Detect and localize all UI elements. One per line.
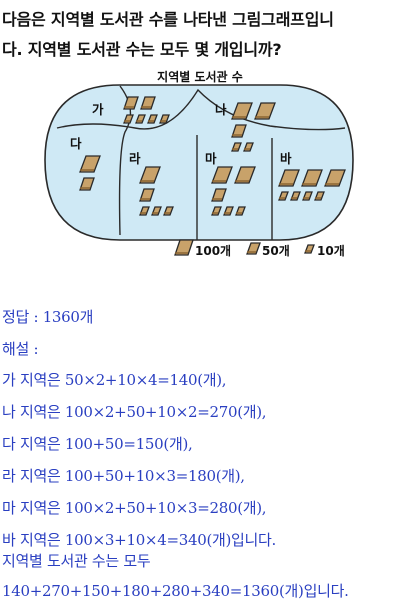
region-ga-book-medium-2 bbox=[140, 96, 156, 110]
answer-line-da: 다 지역은 100+50=150(개), bbox=[2, 435, 193, 453]
region-na-book-big-2 bbox=[254, 102, 276, 120]
region-na-book-big-1 bbox=[231, 102, 253, 120]
answer-line-total-sum: 140+270+150+180+280+340=1360(개)입니다. bbox=[2, 582, 349, 600]
region-ma-book-small-1 bbox=[211, 206, 222, 216]
region-ba-book-small-3 bbox=[302, 191, 313, 201]
region-ga-book-small-3 bbox=[147, 114, 158, 124]
legend-label-50: 50개 bbox=[262, 244, 290, 258]
region-ma-book-big-2 bbox=[234, 166, 256, 184]
legend-book-100-icon bbox=[174, 239, 194, 256]
region-ra-book-small-1 bbox=[139, 206, 150, 216]
answer-line-ga: 가 지역은 50×2+10×4=140(개), bbox=[2, 371, 227, 389]
region-ga-book-small-4 bbox=[159, 114, 170, 124]
region-label-ga: 가 bbox=[92, 102, 104, 117]
answer-line-na: 나 지역은 100×2+50+10×2=270(개), bbox=[2, 403, 267, 421]
region-ra-book-small-2 bbox=[151, 206, 162, 216]
region-da-book-big-1 bbox=[79, 155, 101, 173]
region-ga-book-small-2 bbox=[135, 114, 146, 124]
region-label-ma: 마 bbox=[205, 151, 217, 166]
region-ra-book-big-1 bbox=[139, 166, 161, 184]
region-label-da: 다 bbox=[70, 136, 82, 151]
region-ma-book-big-1 bbox=[211, 166, 233, 184]
region-label-na: 나 bbox=[215, 102, 227, 117]
region-ba-book-small-2 bbox=[290, 191, 301, 201]
region-na-book-medium-1 bbox=[231, 124, 247, 138]
region-ba-book-small-4 bbox=[314, 191, 325, 201]
answer-jeongdap: 정답 : 1360개 bbox=[2, 308, 94, 326]
legend-label-10: 10개 bbox=[317, 244, 345, 258]
figure-title: 지역별 도서관 수 bbox=[157, 70, 243, 84]
region-ga-book-medium-1 bbox=[123, 96, 139, 110]
legend-book-50-icon bbox=[246, 242, 261, 255]
region-ba-book-big-2 bbox=[301, 169, 323, 187]
region-ra-book-small-3 bbox=[163, 206, 174, 216]
answer-line-ba: 바 지역은 100×3+10×4=340(개)입니다. bbox=[2, 531, 277, 549]
region-ma-book-medium-1 bbox=[211, 188, 227, 202]
region-ga-book-small-1 bbox=[123, 114, 134, 124]
answer-line-total-label: 지역별 도서관 수는 모두 bbox=[2, 552, 151, 570]
legend-book-10-icon bbox=[304, 244, 315, 254]
answer-line-ra: 라 지역은 100+50+10×3=180(개), bbox=[2, 467, 245, 485]
region-ma-book-small-3 bbox=[235, 206, 246, 216]
region-na-book-small-2 bbox=[243, 142, 254, 152]
region-divider-top bbox=[56, 88, 346, 131]
question-line-2: 다. 지역별 도서관 수는 모두 몇 개입니까? bbox=[2, 40, 282, 59]
region-ra-book-medium-1 bbox=[139, 188, 155, 202]
region-label-ra: 라 bbox=[129, 151, 141, 166]
legend-icons bbox=[174, 239, 315, 256]
question-line-1: 다음은 지역별 도서관 수를 나타낸 그림그래프입니 bbox=[2, 10, 334, 29]
answer-haeseol: 해설 : bbox=[2, 340, 39, 358]
region-ba-book-big-1 bbox=[278, 169, 300, 187]
region-ma-book-small-2 bbox=[223, 206, 234, 216]
region-na-book-small-1 bbox=[231, 142, 242, 152]
legend-label-100: 100개 bbox=[195, 244, 232, 258]
region-label-ba: 바 bbox=[280, 151, 292, 166]
region-ba-book-small-1 bbox=[278, 191, 289, 201]
answer-line-ma: 마 지역은 100×2+50+10×3=280(개), bbox=[2, 499, 267, 517]
region-da-book-medium-1 bbox=[79, 177, 95, 191]
region-ba-book-big-3 bbox=[324, 169, 346, 187]
pictograph-books bbox=[79, 96, 346, 216]
region-outline bbox=[44, 84, 354, 241]
